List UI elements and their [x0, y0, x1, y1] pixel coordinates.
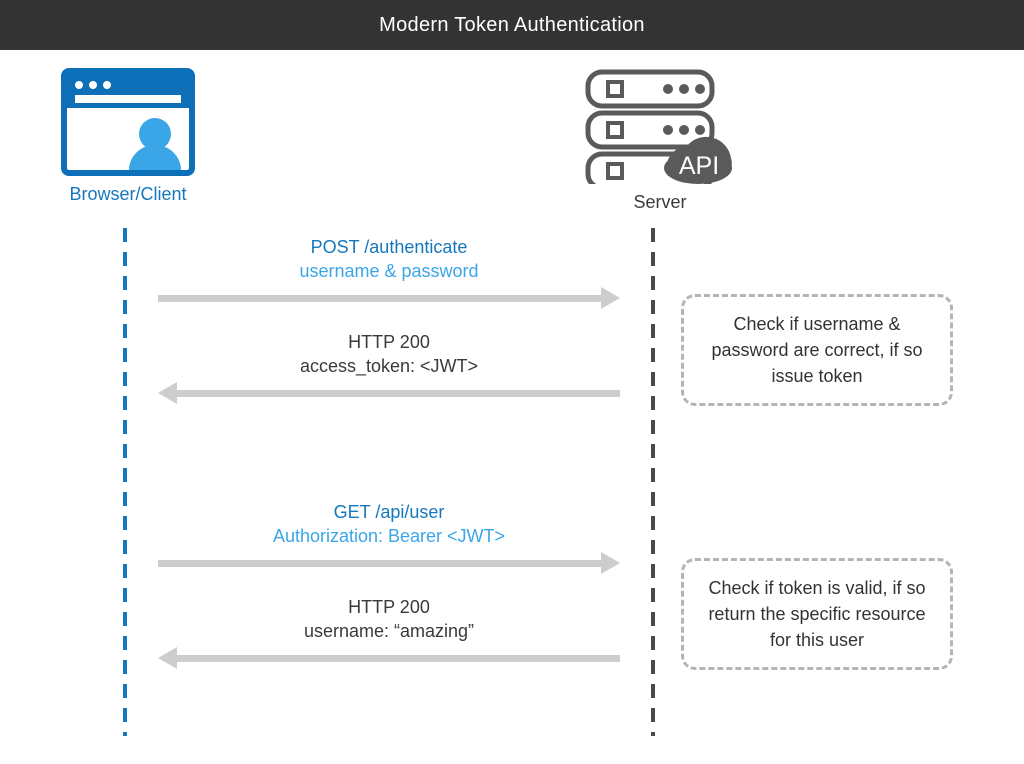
message-line-2: access_token: <JWT>	[299, 355, 479, 376]
message-labels: POST /authenticate username & password	[158, 236, 620, 284]
browser-window-user-icon	[28, 68, 228, 176]
lifeline-server	[651, 228, 655, 736]
message-line-2: Authorization: Bearer <JWT>	[272, 525, 506, 546]
message-line-1: GET /api/user	[333, 502, 445, 522]
arrow-request-api-user	[158, 552, 620, 574]
arrow-response-username	[158, 647, 620, 669]
note-validate-credentials: Check if username & password are correct…	[681, 294, 953, 406]
message-line-2: username & password	[299, 260, 479, 281]
arrow-head	[158, 382, 177, 404]
arrow-shaft	[174, 655, 620, 662]
note-text: Check if token is valid, if so return th…	[708, 577, 926, 651]
arrow-shaft	[174, 390, 620, 397]
arrow-shaft	[158, 560, 604, 567]
header-bar: Modern Token Authentication	[0, 0, 1024, 50]
lifeline-client	[123, 228, 127, 736]
arrow-head	[601, 552, 620, 574]
api-cloud-label: API	[679, 152, 719, 180]
note-validate-token: Check if token is valid, if so return th…	[681, 558, 953, 670]
actor-server: API Server	[560, 64, 760, 213]
actor-server-label: Server	[633, 192, 687, 212]
message-line-1: HTTP 200	[348, 332, 430, 352]
arrow-shaft	[158, 295, 604, 302]
message-labels: GET /api/user Authorization: Bearer <JWT…	[158, 501, 620, 549]
page-title: Modern Token Authentication	[379, 13, 645, 36]
note-text: Check if username & password are correct…	[711, 313, 923, 387]
actor-client: Browser/Client	[28, 68, 228, 205]
arrow-head	[601, 287, 620, 309]
message-labels: HTTP 200 access_token: <JWT>	[158, 331, 620, 379]
message-line-1: HTTP 200	[348, 597, 430, 617]
message-line-2: username: “amazing”	[303, 620, 475, 641]
arrow-response-token	[158, 382, 620, 404]
message-labels: HTTP 200 username: “amazing”	[158, 596, 620, 644]
server-stack-cloud-icon: API	[560, 64, 760, 184]
message-line-1: POST /authenticate	[310, 237, 468, 257]
sequence-diagram: Browser/Client API Server	[0, 50, 1024, 764]
arrow-head	[158, 647, 177, 669]
actor-client-label: Browser/Client	[69, 184, 187, 204]
arrow-request-authenticate	[158, 287, 620, 309]
